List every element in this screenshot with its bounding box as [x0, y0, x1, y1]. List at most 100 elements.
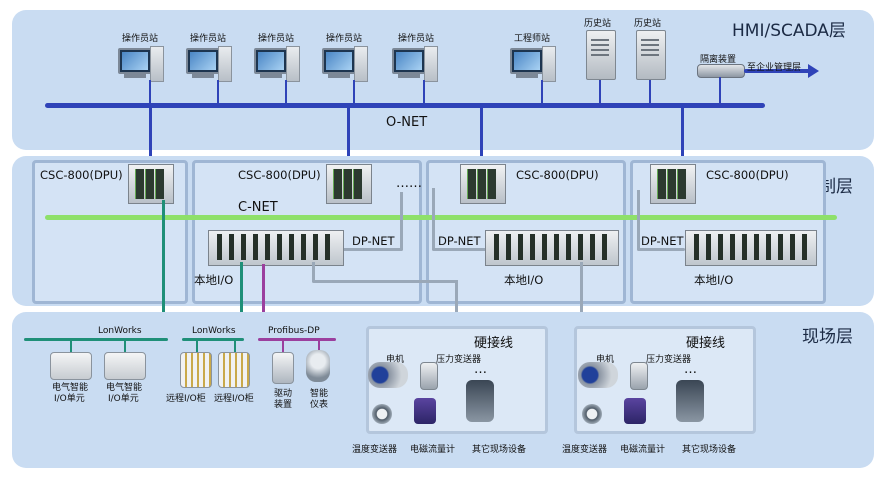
local-io-label: 本地I/O	[194, 273, 234, 287]
smart-io-unit-icon[interactable]	[50, 352, 92, 380]
dpnet-label: DP-NET	[641, 234, 684, 248]
onet-bus	[45, 103, 765, 108]
hardwire-label: 硬接线	[474, 336, 514, 351]
motor-icon[interactable]	[368, 362, 408, 388]
dpu-controller-icon[interactable]	[460, 164, 506, 204]
profibus-trunk	[262, 264, 265, 340]
onet-dpu-link	[347, 108, 350, 166]
smart-io-unit-icon[interactable]	[104, 352, 146, 380]
history-server-icon[interactable]	[636, 30, 666, 80]
temperature-transmitter-label: 温度变送器	[352, 445, 398, 455]
temperature-transmitter-label: 温度变送器	[562, 445, 608, 455]
smart-io-label: I/O单元	[108, 394, 139, 404]
smart-instrument-icon[interactable]	[306, 350, 330, 382]
dpu-controller-icon[interactable]	[128, 164, 174, 204]
smart-instrument-label: 仪表	[310, 400, 329, 410]
temperature-transmitter-icon[interactable]	[372, 404, 392, 424]
dpnet-label: DP-NET	[438, 234, 481, 248]
drive-label: 装置	[274, 400, 293, 410]
station-drop-line	[719, 77, 721, 105]
operator-workstation-icon[interactable]	[392, 46, 438, 86]
dpu-controller-icon[interactable]	[650, 164, 696, 204]
temperature-transmitter-icon[interactable]	[582, 404, 602, 424]
pressure-transmitter-label: 压力变送器	[646, 355, 692, 365]
operator-station-label: 操作员站	[190, 34, 227, 44]
operator-workstation-icon[interactable]	[118, 46, 164, 86]
history-station-label: 历史站	[634, 19, 662, 29]
dpnet-link	[637, 248, 685, 251]
remote-io-label: 远程I/O柜	[166, 394, 206, 404]
flow-meter-icon[interactable]	[414, 398, 436, 424]
station-drop-line	[423, 80, 425, 105]
more-devices-ellipsis: …	[684, 362, 697, 377]
operator-station-label: 操作员站	[258, 34, 295, 44]
flow-meter-label: 电磁流量计	[620, 445, 666, 455]
onet-dpu-link	[149, 108, 152, 166]
flow-meter-icon[interactable]	[624, 398, 646, 424]
dpu-label: CSC-800(DPU)	[706, 168, 789, 182]
operator-station-label: 操作员站	[122, 34, 159, 44]
flow-meter-label: 电磁流量计	[410, 445, 456, 455]
profibus-bus	[258, 338, 336, 341]
dpu-label: CSC-800(DPU)	[238, 168, 321, 182]
profibus-label: Profibus-DP	[268, 326, 320, 336]
pressure-transmitter-icon[interactable]	[420, 362, 438, 390]
isolation-device-icon[interactable]	[697, 64, 745, 78]
motor-icon[interactable]	[578, 362, 618, 388]
lonworks-trunk	[240, 262, 243, 340]
operator-workstation-icon[interactable]	[186, 46, 232, 86]
station-drop-line	[649, 80, 651, 105]
drive-label: 驱动	[274, 389, 293, 399]
pressure-transmitter-label: 压力变送器	[436, 355, 482, 365]
operator-workstation-icon[interactable]	[254, 46, 300, 86]
local-io-rack-icon[interactable]	[685, 230, 817, 266]
local-io-label: 本地I/O	[504, 273, 544, 287]
operator-workstation-icon[interactable]	[322, 46, 368, 86]
dpu-controller-icon[interactable]	[326, 164, 372, 204]
other-field-device-icon[interactable]	[466, 380, 494, 422]
hardwire-trunk	[455, 280, 458, 328]
local-io-rack-icon[interactable]	[208, 230, 344, 266]
engineer-station-label: 工程师站	[514, 34, 551, 44]
other-field-device-label: 其它现场设备	[472, 445, 527, 455]
other-field-device-label: 其它现场设备	[682, 445, 737, 455]
dpnet-link	[342, 248, 403, 251]
device-drop-line	[282, 340, 284, 352]
engineer-workstation-icon[interactable]	[510, 46, 556, 86]
isolation-device-label: 隔离装置	[700, 55, 737, 65]
remote-io-cabinet-icon[interactable]	[180, 352, 212, 388]
station-drop-line	[353, 80, 355, 105]
lonworks-label: LonWorks	[98, 326, 142, 336]
station-drop-line	[599, 80, 601, 105]
lonworks-bus	[24, 338, 168, 341]
enterprise-link-line	[744, 69, 810, 73]
other-field-device-icon[interactable]	[676, 380, 704, 422]
local-io-rack-icon[interactable]	[485, 230, 619, 266]
enterprise-link-label: 至企业管理层	[747, 63, 802, 73]
smart-io-label: 电气智能	[52, 383, 89, 393]
station-drop-line	[217, 80, 219, 105]
cnet-bus	[45, 215, 837, 220]
remote-io-cabinet-icon[interactable]	[218, 352, 250, 388]
smart-instrument-label: 智能	[310, 389, 329, 399]
pressure-transmitter-icon[interactable]	[630, 362, 648, 390]
dpnet-link	[432, 188, 435, 250]
more-devices-ellipsis: …	[474, 362, 487, 377]
dpnet-label: DP-NET	[352, 234, 395, 248]
device-drop-line	[318, 340, 320, 352]
motor-label: 电机	[386, 355, 405, 365]
lonworks-trunk	[162, 200, 165, 340]
motor-label: 电机	[596, 355, 615, 365]
hardwire-trunk	[312, 280, 458, 283]
lonworks-label: LonWorks	[192, 326, 236, 336]
history-station-label: 历史站	[584, 19, 612, 29]
history-server-icon[interactable]	[586, 30, 616, 80]
enterprise-arrow-icon	[808, 64, 819, 78]
device-drop-line	[234, 340, 236, 352]
hardwire-group	[366, 326, 548, 434]
device-drop-line	[196, 340, 198, 352]
field-layer-title: 现场层	[802, 327, 853, 347]
dpnet-link	[637, 190, 640, 250]
smart-io-label: 电气智能	[106, 383, 143, 393]
drive-device-icon[interactable]	[272, 352, 294, 384]
